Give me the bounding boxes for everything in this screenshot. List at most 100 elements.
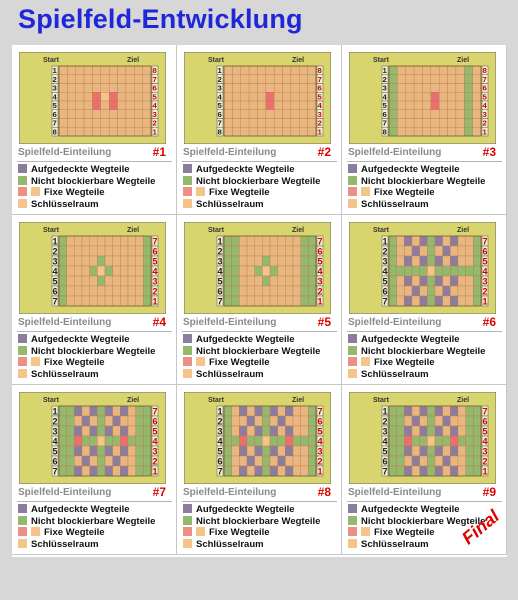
board-cell	[457, 435, 466, 447]
board-cell	[434, 415, 443, 427]
board-cell	[83, 92, 93, 102]
board-cell	[239, 235, 248, 247]
board-cell	[442, 245, 451, 257]
board-cell	[246, 285, 255, 297]
board-cell	[396, 465, 405, 477]
board-cell	[100, 118, 110, 128]
board-cell	[285, 235, 294, 247]
board-cell	[292, 255, 301, 267]
row-number-left: 1	[383, 66, 388, 75]
panel-number: #3	[482, 145, 496, 159]
row-number-left: 2	[53, 246, 58, 256]
board-cell	[223, 425, 232, 437]
row-number-right: 2	[483, 119, 487, 128]
board-cell	[413, 100, 423, 110]
board-cell	[66, 435, 75, 447]
board-cell	[397, 83, 406, 93]
board-cell	[231, 415, 240, 427]
board-cell	[265, 127, 275, 137]
board-cell	[239, 275, 248, 287]
board-cell	[223, 245, 232, 257]
board-cell	[92, 65, 102, 75]
board-cell	[81, 255, 90, 267]
board-cell	[223, 285, 232, 297]
board-cell	[75, 74, 85, 84]
board-cell	[396, 415, 405, 427]
board-cell	[473, 465, 482, 477]
legend-swatch	[18, 357, 27, 366]
board-cell	[388, 74, 398, 84]
row-number-left: 6	[53, 456, 58, 466]
legend-item: Schlüsselraum	[348, 368, 429, 380]
legend-item: Schlüsselraum	[348, 198, 429, 210]
board-cell	[473, 405, 482, 417]
board-cell	[257, 118, 267, 128]
board-cell	[257, 92, 267, 102]
board-cell	[300, 235, 309, 247]
board-cell	[112, 445, 121, 457]
row-number-left: 3	[53, 256, 58, 266]
board-cell	[89, 455, 98, 467]
board-cell	[143, 465, 152, 477]
row-number-right: 6	[153, 246, 158, 256]
board-cell	[396, 435, 405, 447]
board-cell	[292, 235, 301, 247]
board-cell	[108, 74, 118, 84]
board-cell	[419, 465, 428, 477]
board-cell	[404, 285, 413, 297]
board-cell	[83, 65, 93, 75]
board-cell	[74, 445, 83, 457]
board-cell	[112, 295, 121, 307]
board-cell	[273, 127, 283, 137]
board-cell	[232, 65, 241, 75]
board-cell	[300, 415, 309, 427]
board-cell	[83, 83, 93, 93]
board-cell	[473, 455, 482, 467]
board-cell	[142, 127, 152, 137]
board-cell	[411, 445, 420, 457]
board-cell	[100, 127, 110, 137]
row-number-left: 6	[53, 110, 58, 119]
row-number-left: 2	[218, 75, 222, 84]
board-cell	[464, 127, 473, 137]
board-cell	[430, 65, 440, 75]
board-cell	[277, 275, 286, 287]
board-cell	[135, 235, 144, 247]
board-cell	[422, 65, 432, 75]
board-cell	[273, 65, 283, 75]
board-cell	[442, 445, 451, 457]
row-number-left: 8	[53, 127, 58, 136]
legend-item: Fixe Wegteile	[18, 527, 105, 538]
board-cell	[117, 127, 127, 137]
board-cell	[411, 435, 420, 447]
board-cell	[457, 415, 466, 427]
row-number-left: 3	[383, 256, 388, 266]
legend-swatch	[348, 357, 357, 366]
board-cell	[248, 65, 258, 75]
board-cell	[465, 245, 474, 257]
board-cell	[223, 405, 232, 417]
board-cell	[438, 74, 448, 84]
board-cell	[473, 285, 482, 297]
board-cell	[464, 109, 473, 119]
board-cell	[223, 74, 233, 84]
board-cell	[308, 255, 317, 267]
board-cell	[447, 65, 457, 75]
board-cell	[135, 295, 144, 307]
panel-number: #2	[317, 145, 331, 159]
legend-swatch	[361, 357, 370, 366]
board-cell	[404, 255, 413, 267]
board-cell	[465, 465, 474, 477]
board-cell	[127, 455, 136, 467]
goal-label: Ziel	[127, 227, 139, 234]
board-cell	[292, 285, 301, 297]
board-cell	[117, 74, 127, 84]
board-cell	[58, 405, 67, 417]
row-number-right: 6	[483, 246, 488, 256]
board-cell	[120, 425, 129, 437]
board-cell	[74, 265, 83, 277]
board-cell	[447, 100, 457, 110]
board-cell	[246, 415, 255, 427]
board-cell	[104, 255, 113, 267]
